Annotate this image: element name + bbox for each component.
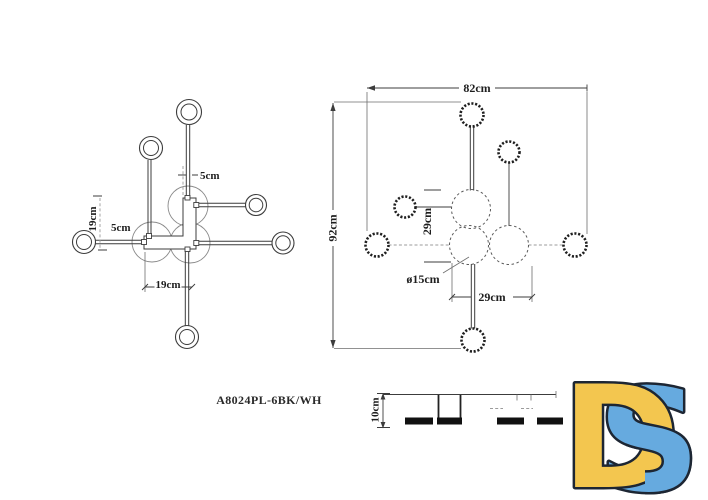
- dim-label-bracket-width: 19cm: [155, 279, 180, 291]
- dim-label-side-height: 10cm: [370, 397, 382, 422]
- side-view: 10cm: [370, 391, 563, 429]
- arm-connectors: [141, 195, 200, 252]
- lamp-arms: [95, 125, 273, 326]
- top-view-overall: 82cm 92cm 29cm ø15cm 29cm: [326, 81, 588, 353]
- dim-label-overall-height: 92cm: [326, 214, 340, 241]
- dim-label-bracket-height: 19cm: [87, 206, 99, 231]
- canopy-mount: [437, 395, 462, 418]
- model-number-label: A8024PL-6BK/WH: [216, 393, 322, 407]
- dim-label-overall-width: 82cm: [463, 81, 490, 95]
- arm-bottom: [470, 264, 476, 329]
- dim-label-cluster-height: 29cm: [420, 208, 434, 235]
- dim-label-bar-width-left: 5cm: [111, 222, 131, 234]
- arm-top: [469, 127, 475, 191]
- dim-label-shade-diameter: ø15cm: [406, 272, 439, 286]
- lamp-head-rings: [71, 98, 295, 350]
- dim-label-bar-width-top: 5cm: [200, 170, 220, 182]
- logo-letter-d: D: [562, 356, 680, 500]
- logo-letter-s: S: [598, 359, 700, 500]
- overall-dimensions: 82cm 92cm 29cm ø15cm 29cm: [326, 81, 588, 349]
- dim-label-cluster-width: 29cm: [478, 290, 505, 304]
- lamp-heads-side: [405, 417, 563, 425]
- shade-cluster-dashed: [449, 189, 529, 265]
- detail-dimensions: 5cm 19cm 5cm 19cm: [87, 166, 220, 292]
- mounting-bracket: [143, 197, 197, 250]
- top-view-detail: 5cm 19cm 5cm 19cm: [71, 98, 295, 350]
- lamp-head-rings-overall: [364, 102, 588, 353]
- shade-outline-circles: [131, 185, 211, 264]
- brand-logo: S D S: [560, 354, 703, 500]
